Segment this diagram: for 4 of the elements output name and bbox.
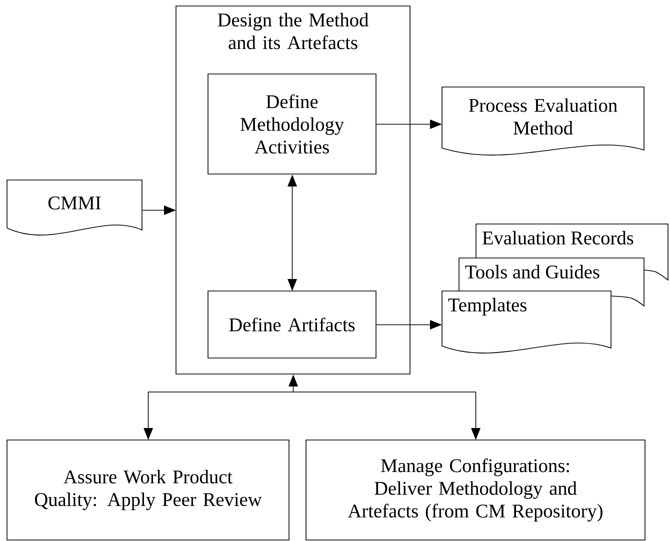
- process-box: Manage Configurations: Deliver Methodology and Artefacts (from CM Repository): [306, 440, 646, 540]
- process-box: Define Artifacts: [208, 290, 376, 358]
- process-box: Assure Work Product Quality: Apply Peer Review: [6, 440, 290, 540]
- process-box: Define Methodology Activities: [208, 74, 376, 174]
